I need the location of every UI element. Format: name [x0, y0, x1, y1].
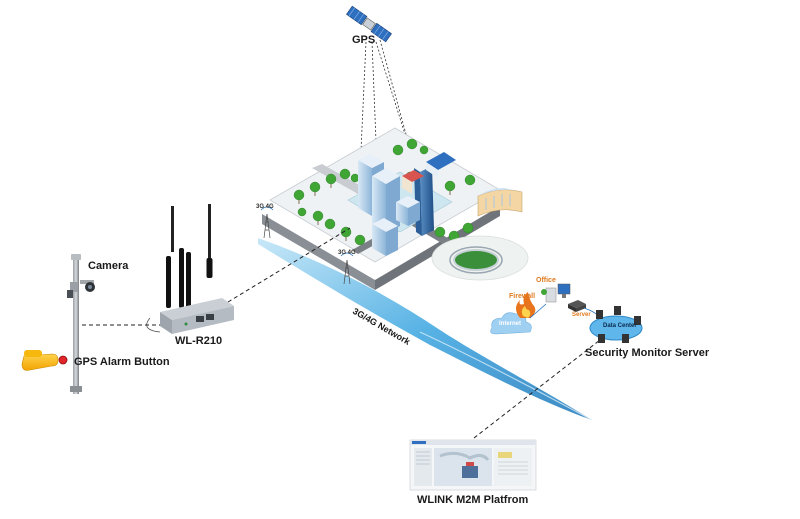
- connection-lines: [82, 227, 601, 439]
- cell-tower-mid-icon: [340, 252, 354, 285]
- buildings: [358, 152, 523, 256]
- gps-alarm-button-icon: [21, 350, 68, 371]
- stadium-icon: [431, 235, 529, 281]
- firewall-label: Firewall: [509, 293, 536, 300]
- router-label: WL-R210: [175, 335, 223, 347]
- gps-satellite-icon: [346, 5, 392, 43]
- data-center-label: Data Center: [603, 323, 637, 329]
- platform-screenshot-icon: [409, 439, 537, 491]
- link-arrows: [529, 303, 603, 320]
- gps-label: GPS: [352, 34, 376, 46]
- data-center-icon: [589, 306, 643, 343]
- tower-left-label: 3G 4G: [256, 204, 274, 210]
- camera-icon: [80, 280, 95, 292]
- tower-mid-label: 3G 4G: [338, 250, 356, 256]
- camera-label: Camera: [88, 260, 129, 272]
- router-icon: [146, 204, 234, 334]
- cell-tower-left-icon: [260, 206, 274, 239]
- network-band: [258, 238, 592, 420]
- internet-label: Internet: [499, 321, 522, 327]
- server-icon: [568, 300, 586, 312]
- office-label: Office: [536, 277, 556, 284]
- office-computer-icon: [541, 283, 571, 303]
- gps-alarm-button-label: GPS Alarm Button: [74, 356, 170, 368]
- firewall-icon: [516, 292, 536, 318]
- security-monitor-server-label: Security Monitor Server: [585, 347, 710, 359]
- server-label: Server: [572, 312, 591, 318]
- camera-pole-icon: [67, 254, 82, 394]
- platform-label: WLINK M2M Platfrom: [417, 494, 529, 506]
